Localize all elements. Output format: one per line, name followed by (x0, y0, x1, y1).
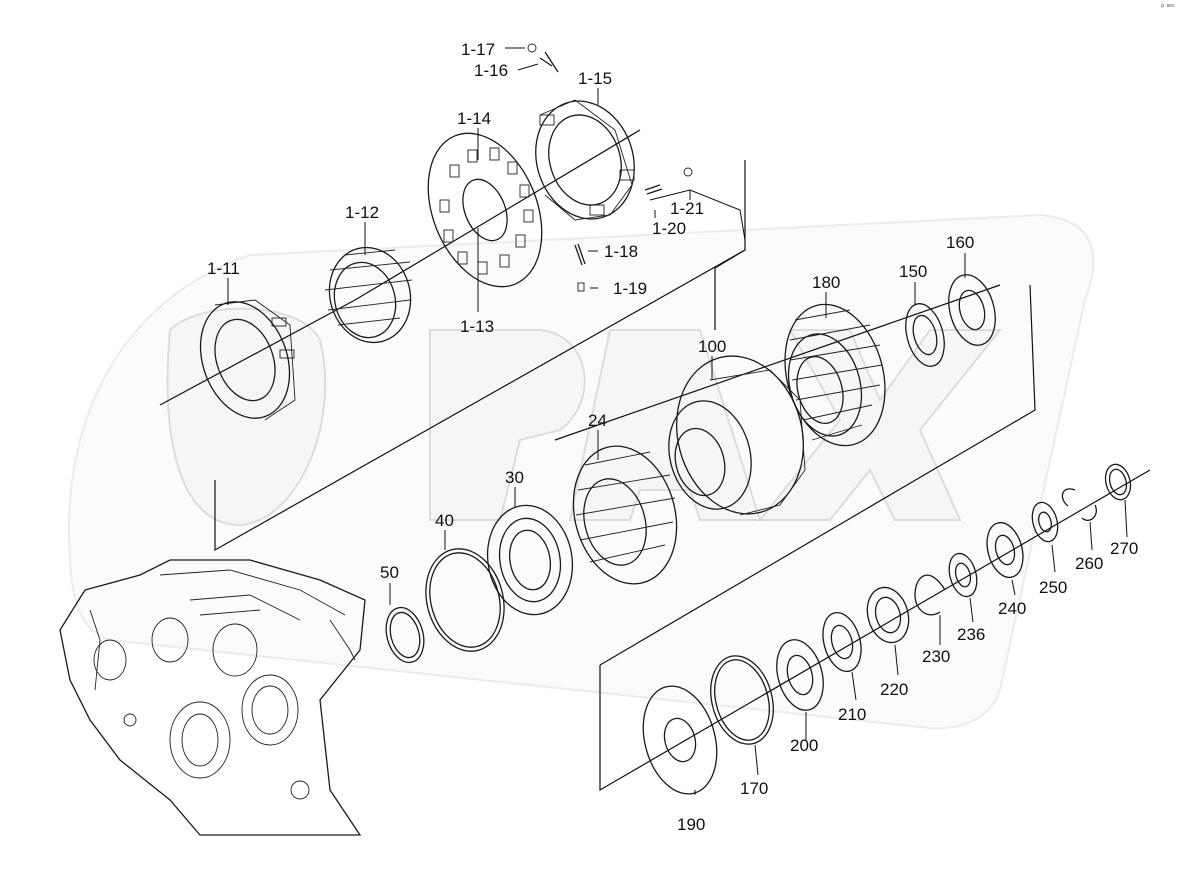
label-270: 270 (1110, 539, 1138, 558)
part-1-12-synchronizer-hub (324, 246, 413, 344)
label-50: 50 (380, 563, 399, 582)
part-190-gear (642, 685, 718, 795)
part-1-14-perforated-disc (427, 132, 543, 288)
part-1-11-carrier-ring (199, 299, 296, 421)
transmission-housing (59, 559, 366, 836)
part-240-needle-bearing (986, 521, 1024, 579)
label-1-15: 1-15 (578, 69, 612, 88)
label-1-16: 1-16 (474, 61, 508, 80)
label-1-14: 1-14 (457, 109, 491, 128)
label-170: 170 (740, 779, 768, 798)
part-260-split-collar (1061, 488, 1097, 521)
part-100-synchronizer (668, 355, 806, 516)
label-260: 260 (1075, 554, 1103, 573)
part-40-snap-ring (425, 548, 505, 652)
part-220-bearing (866, 586, 910, 644)
part-150-washer (905, 303, 945, 367)
part-210-washer (822, 612, 862, 672)
label-1-17: 1-17 (461, 40, 495, 59)
label-1-13: 1-13 (460, 317, 494, 336)
small-pins-and-springs (527, 43, 693, 292)
label-1-11: 1-11 (207, 259, 240, 278)
label-230: 230 (922, 647, 950, 666)
label-1-19: 1-19 (613, 279, 647, 298)
part-labels: 1-17 1-16 1-15 1-14 1-12 1-11 1-13 1-18 … (207, 40, 1138, 834)
label-100: 100 (698, 337, 726, 356)
leader-lines (227, 47, 1128, 795)
assembly-axis-lines (159, 129, 1151, 792)
label-250: 250 (1039, 578, 1067, 597)
part-24-helical-gear (572, 445, 678, 585)
label-150: 150 (899, 262, 927, 281)
part-180-helical-gear (784, 303, 886, 447)
part-250-washer (1031, 501, 1059, 543)
label-1-18: 1-18 (604, 242, 638, 261)
part-1-15-shift-ring (535, 99, 635, 221)
label-220: 220 (880, 680, 908, 699)
part-160-needle-bearing (948, 274, 996, 346)
label-160: 160 (946, 233, 974, 252)
label-210: 210 (838, 705, 866, 724)
watermark-logo (68, 213, 1095, 730)
label-24: 24 (588, 411, 607, 430)
label-40: 40 (435, 511, 454, 530)
label-1-20: 1-20 (652, 219, 686, 238)
label-1-12: 1-12 (345, 203, 379, 222)
part-200-needle-bearing (776, 639, 824, 711)
label-1-21: 1-21 (670, 199, 704, 218)
part-50-circlip (385, 606, 425, 664)
label-236: 236 (957, 625, 985, 644)
part-30-bearing (486, 504, 574, 616)
part-230-circlip (914, 574, 946, 616)
label-30: 30 (505, 468, 524, 487)
label-240: 240 (998, 599, 1026, 618)
corner-mark: ᵖ ˢᵉᶜ (1161, 2, 1175, 11)
label-190: 190 (677, 815, 705, 834)
part-170-snap-ring (710, 655, 774, 745)
label-180: 180 (812, 273, 840, 292)
part-236-washer (948, 552, 978, 598)
part-270-ring (1104, 463, 1132, 501)
label-200: 200 (790, 736, 818, 755)
